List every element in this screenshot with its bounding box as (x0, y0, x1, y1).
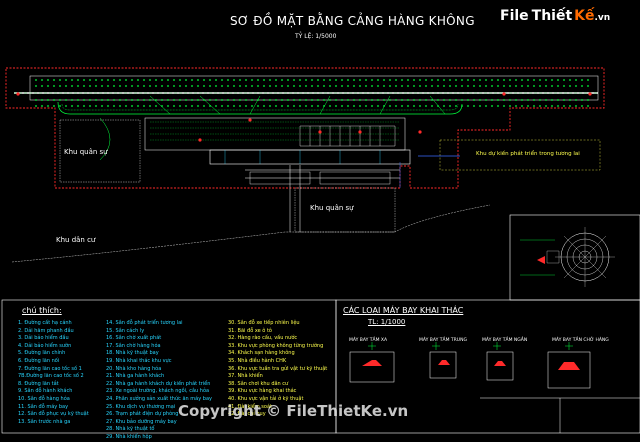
legend-item: 9. Sân đỗ hành khách (18, 388, 73, 395)
access-road (245, 165, 400, 232)
legend-item: 36. Khu vực tuần tra gửi vật tư kỹ thuật (228, 365, 328, 372)
legend-item: 33. Khu vực phòng không từng trường (228, 342, 324, 349)
zone-military-center: Khu quân sự (310, 204, 354, 212)
legend-item: 11. Sân đỗ máy bay (18, 403, 69, 410)
rapid-exit-taxiways (149, 95, 446, 115)
legend-item: 39. Khu vực hàng khai thác (228, 388, 297, 395)
legend-item: 34. Khách sạn hàng không (228, 350, 295, 357)
legend-item: 25. Khu dịch vụ thương mại (106, 403, 176, 410)
legend-item: 22. Nhà ga hành khách dự kiến phát triển (106, 380, 211, 387)
legend-item: 17. Sân chờ hàng hóa (106, 342, 161, 349)
windrose-frame (509, 214, 640, 301)
zone-residential: Khu dân cư (56, 236, 96, 244)
legend-title: chú thích: (22, 306, 62, 315)
terminal-detail (224, 150, 381, 164)
legend-item: 26. Trạm phát điện dự phòng (106, 411, 179, 418)
parking-2 (319, 171, 391, 185)
aircraft-type-medium: MÁY BAY TẦM TRUNG (419, 338, 467, 343)
aircraft-type-long: MÁY BAY TẦM XA (349, 338, 388, 343)
zone-military-left: Khu quân sự (64, 148, 108, 156)
apron-stands (299, 125, 396, 147)
legend-item: 3. Dải bảo hiểm đầu (18, 335, 69, 342)
aircraft-scale: TL: 1/1000 (368, 318, 406, 326)
legend-item: 12. Sân đỗ phục vụ kỹ thuật (18, 411, 89, 418)
legend-item: 20. Nhà kho hàng hóa (106, 365, 162, 372)
legend-item: 35. Nhà điều hành CHK (228, 357, 287, 364)
terminal (209, 149, 411, 165)
landscape-dots (35, 79, 589, 107)
legend-item: 21. Nhà ga hành khách (106, 373, 165, 380)
legend-item: 10. Sân đỗ hàng hóa (18, 395, 70, 402)
diagram-scale: TỶ LỆ: 1/5000 (295, 33, 337, 40)
aircraft-plans (362, 360, 580, 370)
legend-item: 37. Nhà khiển (228, 373, 263, 380)
legend-item: 29. Nhà khiển hộp (106, 433, 152, 440)
airport-boundary (5, 67, 605, 189)
military-left-road (99, 117, 111, 161)
legend-item: 32. Hàng rào cấu, vấu nước (228, 335, 298, 342)
aircraft-wing-icons (368, 342, 573, 350)
legend-item: 38. Sân chơi khu dân cư (228, 380, 289, 387)
brand-a: File (500, 8, 529, 24)
parking (249, 171, 311, 185)
legend-item: 31. Bãi đỗ xe ô tô (228, 327, 272, 334)
legend-item: 13. Sân trước nhà ga (18, 418, 71, 425)
aircraft-drawings (349, 351, 591, 389)
aircraft-type-cargo: MÁY BAY TẦN CHỞ HÀNG (552, 338, 609, 343)
legend-item: 14. Sân đỗ phát triển tương lai (106, 320, 183, 326)
taxiway-edge (61, 103, 459, 111)
apron-grid (150, 121, 400, 141)
legend-item: 1. Đường cất hạ cánh (18, 320, 72, 326)
legend-item: 40. Khu vực vận tải ở kỹ thuật (228, 395, 304, 402)
legend-item: 7. Đường lăn cao tốc số 1 (18, 365, 82, 372)
legend-item: 42. Đài chỉ huy (228, 411, 266, 418)
legend-item: 18. Nhà kỹ thuật bay (106, 350, 159, 357)
legend-item: 16. Sân chờ xuất phát (106, 335, 162, 342)
red-markers (16, 92, 592, 142)
legend-item: 28. Nhà kỹ thuật tổ (106, 426, 155, 433)
windrose (546, 227, 615, 287)
legend-item: 19. Nhà khai thác khu vực (106, 357, 172, 364)
zone-future: Khu dự kiến phát triển trong tương lai (476, 151, 580, 157)
aircraft-type-short: MÁY BAY TẦM NGẮN (482, 338, 528, 343)
brand-d: .vn (594, 13, 611, 23)
runway-strip (29, 75, 599, 101)
diagram-title: SƠ ĐỒ MẶT BẰNG CẢNG HÀNG KHÔNG (230, 14, 475, 28)
aircraft-frame (335, 299, 640, 434)
legend-item: 6. Đường lăn nối (18, 357, 60, 364)
legend-item: 15. Sân cách ly (106, 327, 145, 334)
brand-b: Thiết (531, 8, 573, 24)
legend-item: 30. Sân đỗ xe tiếp nhiên liệu (228, 320, 300, 326)
legend-item: 2. Dải hãm phanh đầu (18, 327, 74, 334)
windrose-lines (520, 239, 555, 276)
residential-boundary (11, 204, 491, 263)
legend-item: 27. Khu bảo dưỡng máy bay (106, 418, 177, 425)
military-left-area (59, 119, 141, 183)
parallel-taxiway (57, 101, 463, 115)
legend-item: 23. Xe ngoài trường, khách ngồi, câu hỏa (106, 388, 210, 395)
future-area (439, 139, 601, 171)
legend-item: 4. Dải bảo hiểm sườn (18, 342, 72, 349)
brand-c: Kế (574, 8, 595, 24)
legend-item: 5. Đường lăn chính (18, 350, 66, 357)
north-arrow-icon (537, 256, 545, 264)
legend-item: 24. Phân xưởng sản xuất thức ăn máy bay (106, 395, 212, 402)
copyright-watermark: Copyright © FileThietKe.vn (178, 402, 409, 420)
legend-item: 7B.Đường lăn cao tốc số 2 (18, 373, 84, 380)
legend-item: 41. Đài kiểm soát (228, 403, 272, 410)
legend-item: 8. Đường lăn tắt (18, 380, 59, 387)
aircraft-title: CÁC LOẠI MÁY BAY KHAI THÁC (343, 306, 464, 315)
